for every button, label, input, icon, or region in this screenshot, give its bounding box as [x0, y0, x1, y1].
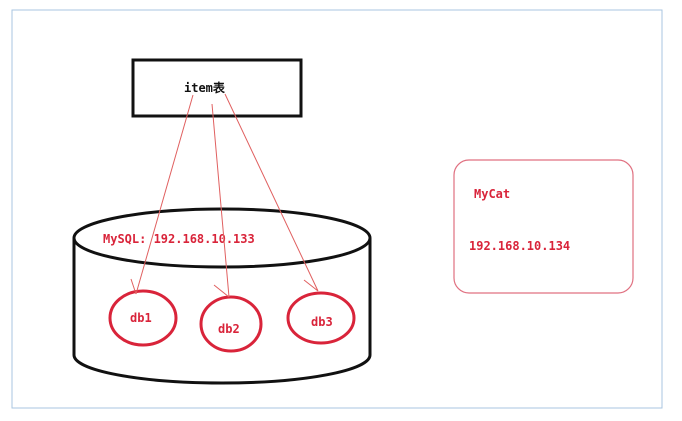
shard-db1-label: db1 — [130, 311, 152, 325]
mycat-box: MyCat 192.168.10.134 — [453, 159, 634, 294]
shard-db2-label: db2 — [218, 322, 240, 336]
shard-arrows — [130, 93, 319, 298]
shard-db3-label: db3 — [311, 315, 333, 329]
mysql-cylinder: MySQL: 192.168.10.133 — [72, 207, 372, 385]
arrow-to-db2 — [211, 103, 230, 298]
mycat-title: MyCat — [474, 187, 510, 201]
arrow-to-db1 — [130, 94, 194, 295]
shard-db1: db1 — [108, 289, 178, 347]
shard-db2: db2 — [199, 295, 263, 353]
shard-db3: db3 — [286, 291, 356, 345]
item-table-label: item表 — [184, 80, 226, 95]
arrow-to-db3 — [224, 93, 319, 292]
mycat-ip: 192.168.10.134 — [469, 239, 570, 253]
item-table-box: item表 — [131, 58, 303, 118]
mysql-label: MySQL: 192.168.10.133 — [103, 232, 255, 246]
